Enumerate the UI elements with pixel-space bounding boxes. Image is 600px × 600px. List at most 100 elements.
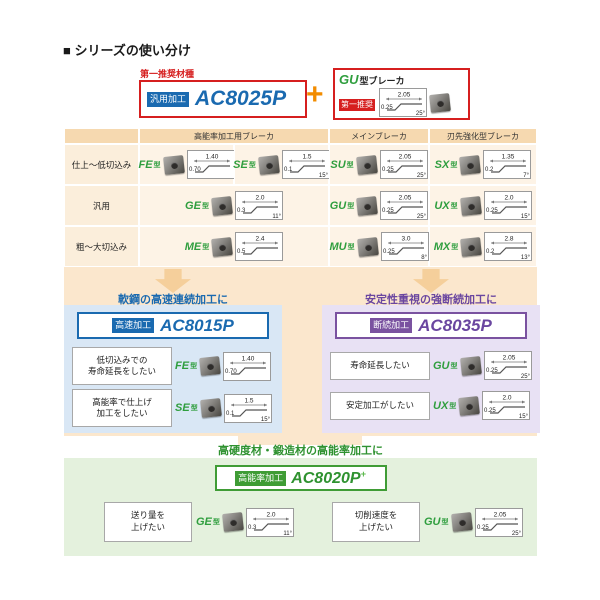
insert-hole: [218, 242, 227, 251]
svg-text:1.40: 1.40: [205, 154, 218, 161]
page-title: ■ シリーズの使い分け: [63, 43, 191, 58]
breaker-title-suffix: 型ブレーカ: [359, 76, 405, 86]
breaker-type-label: GU型: [329, 199, 355, 212]
svg-text:1.5: 1.5: [302, 154, 311, 161]
row-label-roughing: 粗〜大切込み: [64, 226, 139, 267]
insert-photo: [429, 92, 451, 113]
insert-photo: [355, 154, 378, 175]
insert-photo: [460, 236, 483, 257]
svg-text:0.70: 0.70: [225, 369, 237, 375]
breaker-box-title: GU 型ブレーカ: [339, 72, 464, 87]
breaker-name: GU: [339, 72, 359, 87]
svg-text:15°: 15°: [261, 417, 271, 422]
grade-name-ac8020p: AC8020P+: [291, 468, 366, 487]
want-label: 低切込みでの 寿命延長をしたい: [72, 347, 172, 385]
first-recommend-tag: 第一推奨: [339, 98, 375, 111]
breaker-type-label: GE型: [185, 199, 209, 212]
insert-hole: [206, 362, 214, 370]
insert-photo: [211, 236, 234, 257]
insert-photo: [450, 512, 473, 532]
headline-left: 軟鋼の高速連続加工に: [118, 294, 228, 306]
insert-photo: [199, 356, 221, 376]
breaker-dimension-drawing: 1.5 0.1 15°: [223, 393, 272, 423]
insert-hole: [169, 160, 178, 169]
want-label: 切削速度を 上げたい: [332, 502, 420, 542]
want-label: 送り量を 上げたい: [104, 502, 192, 542]
grade-mark: +: [360, 468, 366, 479]
insert-hole: [436, 98, 444, 107]
svg-text:1.5: 1.5: [244, 397, 253, 404]
svg-text:0.3: 0.3: [237, 208, 246, 214]
breaker-se: SE型 1.5 0.1 15°: [175, 393, 272, 423]
svg-text:1.35: 1.35: [502, 154, 515, 161]
insert-photo: [459, 195, 482, 216]
svg-text:11°: 11°: [272, 214, 281, 219]
breaker-type-label: MX型: [433, 240, 459, 253]
row-label-finishing: 仕上〜低切込み: [64, 144, 139, 185]
first-recommend-grade-label: 第一推奨材種: [140, 69, 195, 79]
breaker-type-label: FE型: [138, 158, 161, 171]
svg-text:2.0: 2.0: [504, 195, 513, 202]
breaker-type-label: GU型: [433, 359, 458, 372]
svg-text:0.1: 0.1: [226, 411, 235, 417]
svg-text:0.25: 0.25: [486, 368, 498, 374]
insert-hole: [457, 518, 466, 526]
svg-text:15°: 15°: [521, 214, 531, 219]
headline-right: 安定性重視の強断続加工に: [365, 294, 497, 306]
svg-text:2.05: 2.05: [398, 92, 411, 99]
svg-text:2.8: 2.8: [505, 236, 514, 243]
want-label: 寿命延長したい: [330, 351, 430, 380]
breaker-type-label: SE型: [175, 402, 198, 414]
insert-photo: [459, 355, 482, 376]
svg-text:7°: 7°: [524, 173, 530, 178]
panel-ac8015p-title: 高速加工 AC8015P: [77, 312, 269, 339]
panel-ac8020p-title: 高能率加工 AC8020P+: [214, 465, 387, 491]
svg-text:15°: 15°: [319, 173, 329, 178]
breaker-type-label: MU型: [329, 240, 355, 253]
insert-hole: [229, 518, 237, 526]
insert-hole: [466, 201, 475, 210]
insert-hole: [467, 242, 476, 251]
svg-text:11°: 11°: [283, 531, 292, 536]
insert-hole: [466, 160, 475, 169]
insert-photo: [199, 398, 222, 418]
insert-photo: [356, 195, 379, 216]
svg-text:25°: 25°: [511, 531, 521, 536]
insert-photo: [458, 395, 481, 416]
svg-text:1.40: 1.40: [242, 355, 255, 362]
insert-hole: [363, 201, 372, 210]
insert-hole: [218, 201, 226, 210]
breaker-dimension-drawing: 2.05 0.25 25°: [483, 351, 532, 380]
column-header-edge-strengthened: 刃先強化型ブレーカ: [429, 128, 537, 144]
breaker-table: 高能率加工用ブレーカ メインブレーカ 刃先強化型ブレーカ 仕上〜低切込み FE型…: [64, 128, 537, 267]
breaker-type-label: SE型: [233, 158, 256, 171]
column-header-main: メインブレーカ: [329, 128, 429, 144]
insert-photo: [257, 154, 280, 175]
svg-text:25°: 25°: [520, 374, 530, 379]
svg-text:2.05: 2.05: [502, 355, 515, 362]
breaker-type-label: GE型: [196, 516, 220, 528]
